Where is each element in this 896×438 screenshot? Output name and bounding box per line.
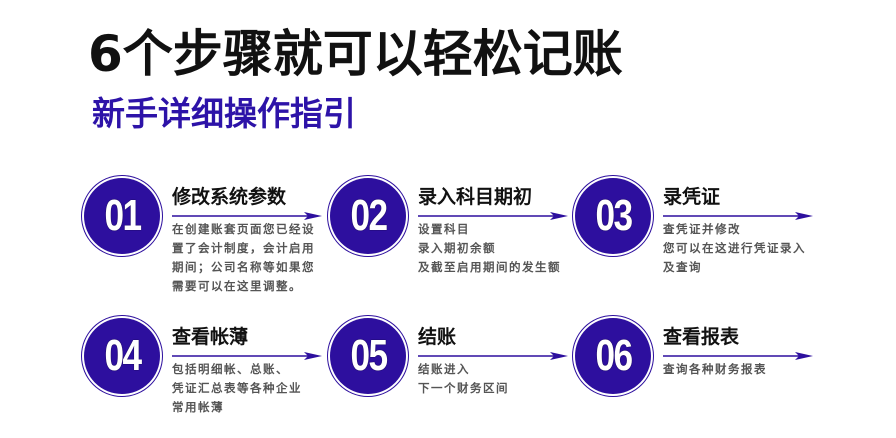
step-number-badge: 01 <box>84 178 160 254</box>
step-desc-line: 期间；公司名称等如果您 <box>172 260 315 274</box>
step-title: 录凭证 <box>663 186 721 208</box>
step-desc-line: 您可以在这进行凭证录入 <box>663 241 806 255</box>
step-desc-line: 常用帐薄 <box>172 400 224 414</box>
arrow-right-icon <box>663 352 813 360</box>
arrow-right-icon <box>663 212 813 220</box>
step-title: 录入科目期初 <box>418 186 533 208</box>
step-desc-line: 及截至启用期间的发生额 <box>418 260 561 274</box>
step-number: 04 <box>104 331 142 380</box>
step-desc-line: 包括明细帐、总账、 <box>172 362 289 376</box>
step-desc-line: 需要可以在这里调整。 <box>172 279 302 293</box>
step-06: 06 查看报表 查询各种财务报表 <box>575 318 825 438</box>
step-number-badge: 06 <box>575 318 651 394</box>
step-number-badge: 04 <box>84 318 160 394</box>
step-number: 02 <box>350 191 388 240</box>
step-desc-line: 查凭证并修改 <box>663 222 741 236</box>
step-title: 查看帐薄 <box>172 326 249 348</box>
step-title: 修改系统参数 <box>172 186 287 208</box>
page-subtitle: 新手详细操作指引 <box>92 94 356 133</box>
step-description: 包括明细帐、总账、凭证汇总表等各种企业常用帐薄 <box>172 360 302 417</box>
step-description: 查询各种财务报表 <box>663 360 767 379</box>
step-desc-line: 结账进入 <box>418 362 470 376</box>
step-number: 05 <box>350 331 388 380</box>
step-05: 05 结账 结账进入下一个财务区间 <box>330 318 580 438</box>
step-number: 01 <box>104 191 142 240</box>
step-desc-line: 置了会计制度，会计启用 <box>172 241 315 255</box>
step-desc-line: 设置科目 <box>418 222 470 236</box>
step-04: 04 查看帐薄 包括明细帐、总账、凭证汇总表等各种企业常用帐薄 <box>84 318 334 438</box>
arrow-right-icon <box>172 352 322 360</box>
page-title: 6个步骤就可以轻松记账 <box>88 25 623 83</box>
step-desc-line: 凭证汇总表等各种企业 <box>172 381 302 395</box>
step-description: 设置科目录入期初余额及截至启用期间的发生额 <box>418 220 561 277</box>
step-description: 在创建账套页面您已经设置了会计制度，会计启用期间；公司名称等如果您需要可以在这里… <box>172 220 315 296</box>
step-desc-line: 在创建账套页面您已经设 <box>172 222 315 236</box>
arrow-right-icon <box>172 212 322 220</box>
step-desc-line: 下一个财务区间 <box>418 381 509 395</box>
arrow-right-icon <box>418 352 568 360</box>
step-title: 查看报表 <box>663 326 740 348</box>
step-title: 结账 <box>418 326 457 348</box>
step-number: 03 <box>595 191 633 240</box>
step-02: 02 录入科目期初 设置科目录入期初余额及截至启用期间的发生额 <box>330 178 580 298</box>
step-03: 03 录凭证 查凭证并修改您可以在这进行凭证录入及查询 <box>575 178 825 298</box>
arrow-right-icon <box>418 212 568 220</box>
step-description: 结账进入下一个财务区间 <box>418 360 509 398</box>
step-desc-line: 查询各种财务报表 <box>663 362 767 376</box>
step-number: 06 <box>595 331 633 380</box>
step-number-badge: 03 <box>575 178 651 254</box>
step-number-badge: 05 <box>330 318 406 394</box>
step-description: 查凭证并修改您可以在这进行凭证录入及查询 <box>663 220 806 277</box>
step-desc-line: 及查询 <box>663 260 702 274</box>
step-01: 01 修改系统参数 在创建账套页面您已经设置了会计制度，会计启用期间；公司名称等… <box>84 178 334 298</box>
step-desc-line: 录入期初余额 <box>418 241 496 255</box>
step-number-badge: 02 <box>330 178 406 254</box>
